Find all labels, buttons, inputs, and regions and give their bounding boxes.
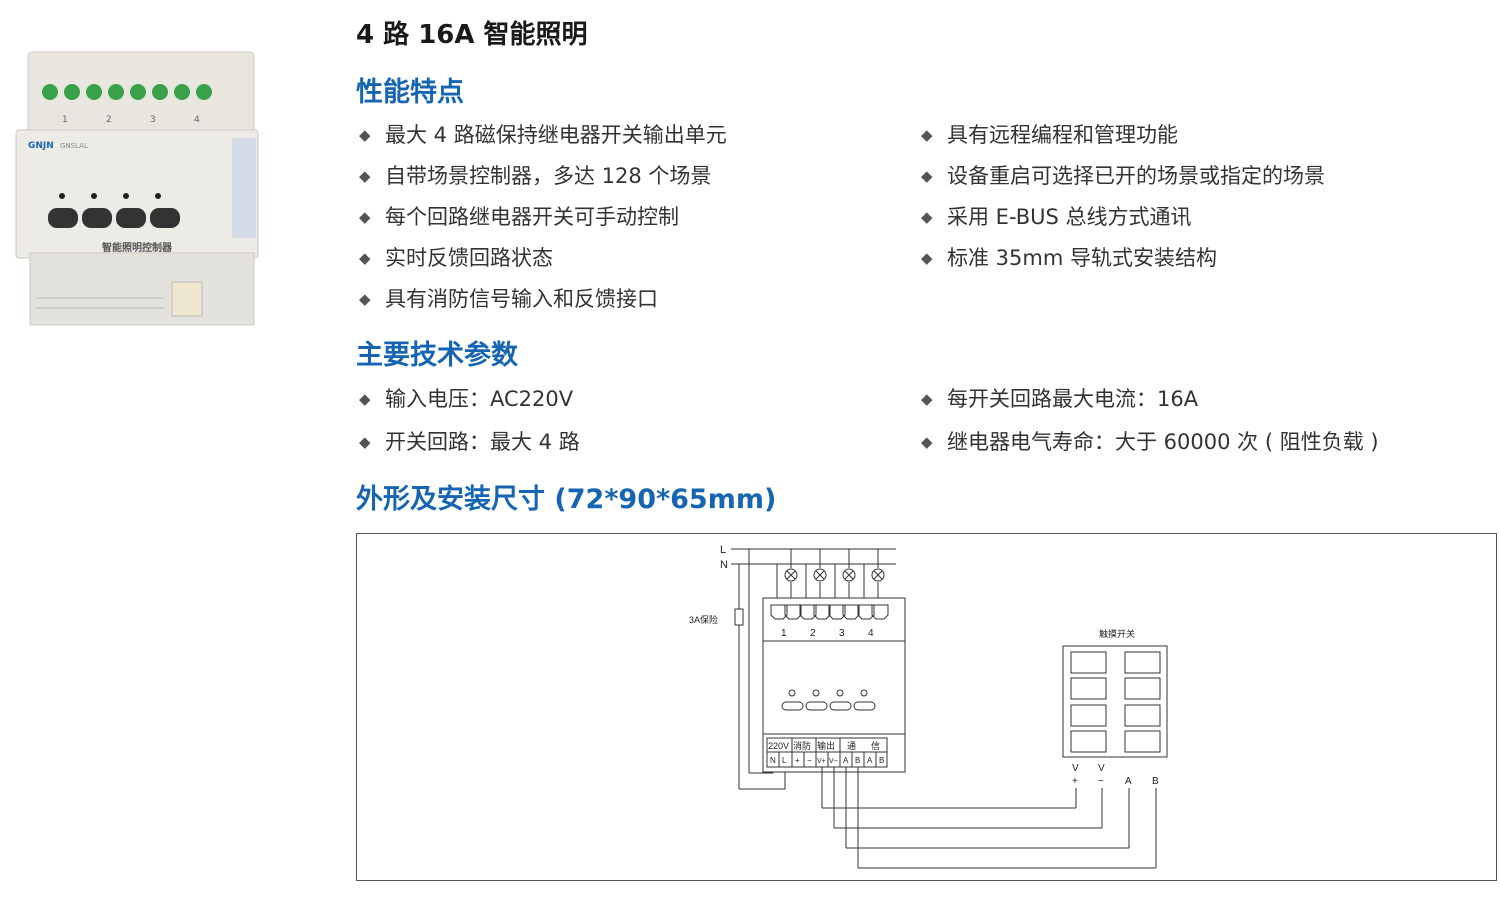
feature-item: 自带场景控制器，多达 128 个场景: [359, 156, 727, 197]
dimensions-heading: 外形及安装尺寸 (72*90*65mm): [356, 484, 777, 515]
features-list-left: 最大 4 路磁保持继电器开关输出单元 自带场景控制器，多达 128 个场景 每个…: [359, 115, 727, 320]
product-terminal-number: 4: [194, 115, 200, 125]
feature-item: 设备重启可选择已开的场景或指定的场景: [921, 156, 1325, 197]
switch-terminal-label: B: [1152, 776, 1159, 787]
terminal-group-label: 消防: [793, 740, 811, 751]
terminal-group-label: 通: [847, 741, 856, 751]
status-leds: [59, 193, 161, 199]
line-label: L: [720, 544, 726, 556]
params-list-left: 输入电压：AC220V 开关回路：最大 4 路: [359, 378, 580, 464]
terminal-pin-label: V+: [817, 758, 826, 765]
switch-terminal-label: V: [1072, 763, 1079, 774]
feature-item: 具有远程编程和管理功能: [921, 115, 1325, 156]
terminal-pin-label: +: [795, 756, 800, 765]
feature-item: 实时反馈回路状态: [359, 238, 727, 279]
feature-item: 标准 35mm 导轨式安装结构: [921, 238, 1325, 279]
feature-item: 每个回路继电器开关可手动控制: [359, 197, 727, 238]
params-heading: 主要技术参数: [356, 340, 518, 371]
terminal-pin-label: B: [879, 756, 884, 765]
terminal-pin-label: −: [807, 756, 812, 765]
channel-number: 4: [868, 628, 874, 639]
switch-terminal-label: −: [1098, 776, 1104, 787]
terminal-pin-label: A: [867, 756, 873, 765]
channel-number: 2: [810, 628, 816, 639]
product-terminal-number: 1: [62, 115, 68, 125]
terminal-pin-label: A: [843, 756, 849, 765]
neutral-label: N: [720, 559, 728, 571]
product-terminal-number: 2: [106, 115, 112, 125]
switch-terminal-label: V: [1098, 763, 1105, 774]
channel-number: 3: [839, 628, 845, 639]
wiring-diagram: L N 3A保险 1 2 3 4 220V 消防 输出 通 信 N L + − …: [356, 533, 1497, 881]
terminal-pin-label: B: [855, 756, 860, 765]
lamp-icons: [784, 568, 885, 582]
terminal-pin-label: N: [770, 756, 776, 765]
terminal-group-label: 信: [871, 740, 880, 751]
brand-logo: GNJN: [28, 141, 54, 151]
switch-terminal-label: +: [1072, 776, 1078, 787]
feature-item: 最大 4 路磁保持继电器开关输出单元: [359, 115, 727, 156]
switch-terminal-label: A: [1125, 776, 1132, 787]
channel-number: 1: [781, 628, 787, 639]
params-list-right: 每开关回路最大电流：16A 继电器电气寿命：大于 60000 次 ( 阻性负载 …: [921, 378, 1379, 464]
param-item: 开关回路：最大 4 路: [359, 421, 580, 464]
terminal-group-label: 输出: [817, 740, 835, 751]
product-terminal-number: 3: [150, 115, 156, 125]
features-list-right: 具有远程编程和管理功能 设备重启可选择已开的场景或指定的场景 采用 E-BUS …: [921, 115, 1325, 279]
terminal-pin-label: L: [782, 756, 787, 765]
manual-buttons: [48, 208, 180, 228]
product-front-label: 智能照明控制器: [102, 241, 173, 254]
terminal-screws: [42, 84, 212, 100]
model-label: GNSLAL: [60, 142, 88, 150]
terminal-pin-label: V−: [829, 758, 838, 765]
fuse-label: 3A保险: [689, 614, 718, 625]
param-item: 输入电压：AC220V: [359, 378, 580, 421]
switch-label: 触摸开关: [1099, 628, 1135, 639]
param-item: 继电器电气寿命：大于 60000 次 ( 阻性负载 ): [921, 421, 1379, 464]
terminal-group-label: 220V: [768, 741, 789, 751]
param-item: 每开关回路最大电流：16A: [921, 378, 1379, 421]
features-heading: 性能特点: [356, 77, 464, 108]
feature-item: 具有消防信号输入和反馈接口: [359, 279, 727, 320]
product-photo: 1 2 3 4 GNJN GNSLAL 智能照明控制器: [15, 51, 259, 326]
feature-item: 采用 E-BUS 总线方式通讯: [921, 197, 1325, 238]
product-title: 4 路 16A 智能照明: [356, 20, 588, 50]
